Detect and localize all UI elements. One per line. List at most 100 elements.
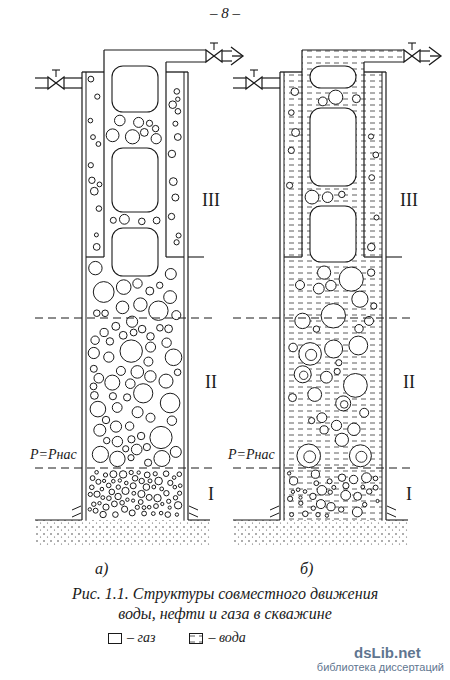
gas-bubble [165,269,176,280]
gas-bubble [151,134,161,144]
zone-numeral: I [206,484,216,505]
gas-bubble [332,485,336,489]
gas-bubble [349,336,368,355]
gas-bubble [94,424,106,436]
gas-bubble [314,481,319,486]
gas-bubble [146,120,152,126]
dashed-level-line [35,468,212,469]
gas-bubble [325,340,343,358]
line [408,42,416,43]
gas-bubble [173,485,177,489]
zone-numeral: III [200,190,222,211]
gas-bubble [126,379,136,389]
gas-bubble [172,194,179,201]
gas-bubble [90,365,97,372]
gas-bubble [129,510,135,516]
gas-bubble [134,384,153,403]
gas-bubble [373,485,378,490]
dashed-level-line [233,318,410,319]
gas-bubble [291,490,294,493]
gas-bubble [131,444,142,455]
gas-bubble [360,408,369,417]
ground-layer [35,520,210,547]
watermark: dsLib.net [352,644,423,661]
line [430,55,440,56]
gas-bubble [130,483,136,489]
line [81,72,82,520]
line [233,77,246,78]
watermark: библиотека диссертаций [315,661,446,674]
gas-bubble [153,472,157,476]
gas-bubble [308,388,322,402]
gas-bubble [94,310,101,317]
line [364,61,404,62]
gas-bubble [128,436,135,443]
zone-numeral: III [398,190,420,211]
pressure-label: P=Pнас [226,447,277,463]
gas-bubble [132,499,135,502]
gas-bubble [91,135,96,140]
gas-bubble [125,130,139,144]
gas-bubble [137,471,140,474]
gas-bubble [94,491,100,497]
gas-bubble [169,178,177,186]
line [386,256,402,257]
gas-bubble [164,491,169,496]
line [411,43,412,50]
gas-bubble [104,352,114,362]
gas-bubble [107,496,112,501]
gas-bubble [131,366,144,379]
gas-bubble [361,485,365,489]
line [284,72,285,520]
gas-bubble [132,491,136,495]
line [55,70,56,77]
gas-bubble [334,368,340,374]
gas-bubble [151,512,155,516]
gas-slug [112,66,158,112]
gas-bubble [168,150,175,157]
gas-bubble [349,445,371,467]
gas-bubble [327,479,332,484]
line [385,72,386,520]
gas-bubble [373,476,378,481]
line [386,519,408,520]
gas-bubble [110,421,121,432]
gas-bubble [362,473,372,483]
gas-bubble [290,513,294,517]
line [232,55,242,56]
gas-bubble [157,325,164,332]
gas-bubble [146,413,155,422]
gas-bubble [175,513,178,516]
line [262,87,280,88]
line [72,506,81,510]
gas-bubble [138,500,143,505]
gas-bubble [103,479,106,482]
gas-bubble [90,187,98,195]
gas-bubble [90,383,97,390]
gas-bubble [95,471,99,475]
line [64,87,82,88]
gas-bubble [147,333,155,341]
gas-bubble [162,338,171,347]
line [364,256,382,257]
gas-bubble [152,485,156,489]
gas-bubble [295,313,310,328]
gas-bubble [147,505,151,509]
gas-bubble [100,511,106,517]
line [233,87,246,88]
gas-bubble [109,489,115,495]
gas-bubble [129,470,133,474]
gas-bubble [303,490,307,494]
gas-bubble [109,393,116,400]
gas-bubble [176,97,180,101]
line [86,256,104,257]
line [166,71,188,72]
swatch-box [109,633,122,643]
gas-bubble [164,291,177,304]
legend-item: – газ [108,630,155,646]
gas-bubble [310,493,316,499]
gas-bubble [154,504,159,509]
line [270,506,279,510]
gas-bubble [150,426,172,448]
